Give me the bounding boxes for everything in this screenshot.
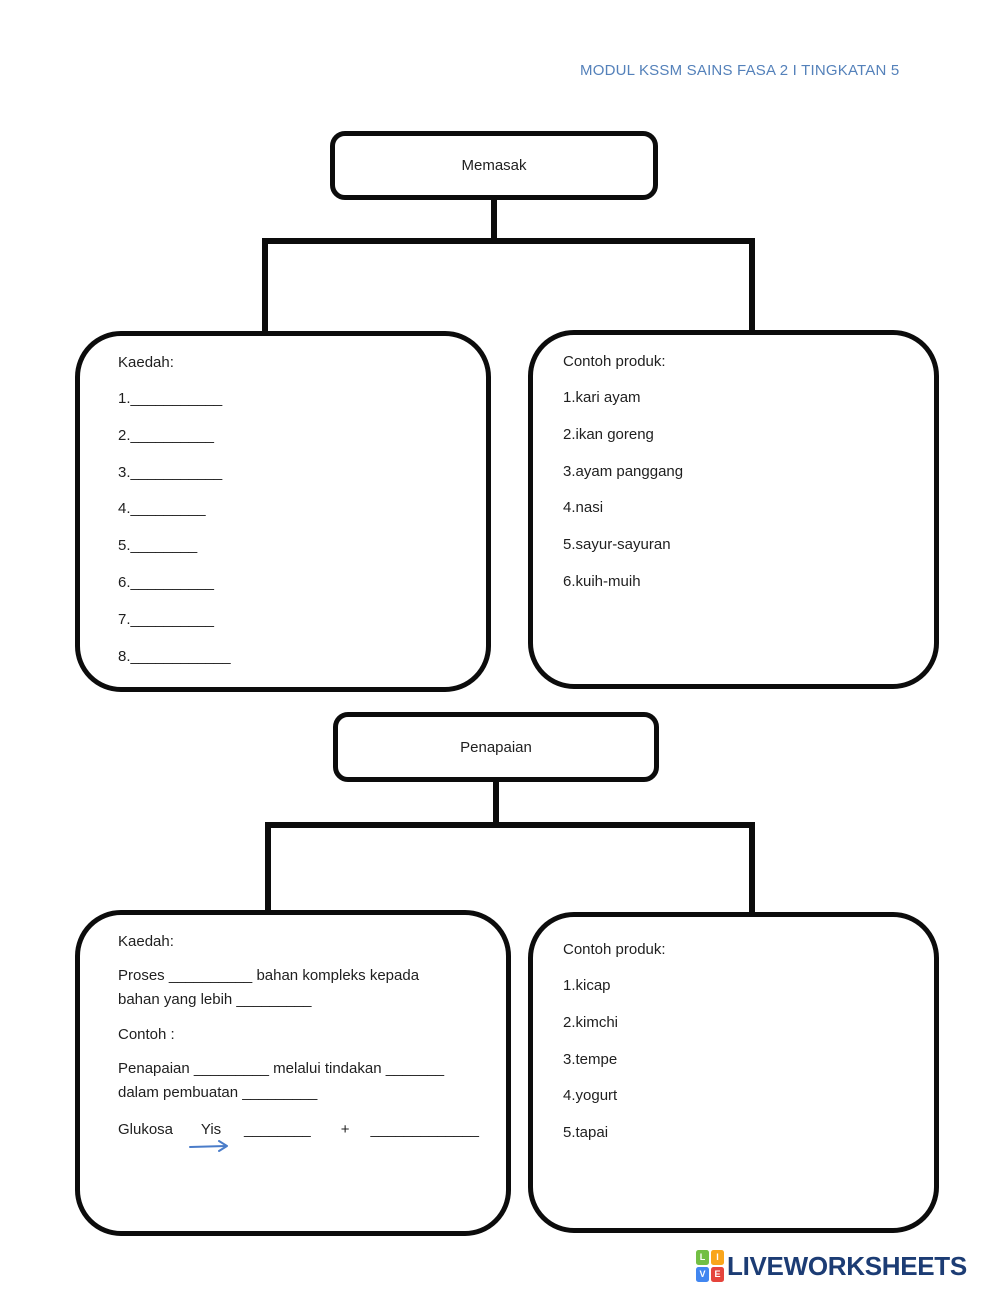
list-item: 3.tempe: [563, 1050, 618, 1068]
equation-catalyst-label: Yis: [200, 1121, 222, 1138]
logo-tile-v: V: [696, 1267, 709, 1282]
kaedah-sentence-1[interactable]: Proses __________ bahan kompleks kepada …: [118, 964, 484, 1012]
fermentation-equation: Glukosa Yis ________ + _____________: [118, 1121, 484, 1153]
list-item: 5.sayur-sayuran: [563, 536, 671, 554]
node-memasak: Memasak: [330, 131, 658, 200]
connector-bar-memasak: [262, 238, 754, 244]
box-kaedah-memasak: Kaedah: 1.___________ 2.__________ 3.___…: [75, 331, 491, 692]
kaedah-blank-1[interactable]: 1.___________: [118, 390, 223, 407]
list-item: 5.tapai: [563, 1124, 609, 1142]
equation-catalyst-group: Yis: [188, 1121, 234, 1153]
kaedah-blank-7[interactable]: 7.__________: [118, 610, 214, 628]
fill-blank-line[interactable]: dalam pembuatan _________: [118, 1084, 318, 1101]
list-item: 2.ikan goreng: [563, 425, 654, 443]
node-penapaian-label: Penapaian: [460, 738, 532, 756]
kaedah-sentence-2[interactable]: Penapaian _________ melalui tindakan ___…: [118, 1057, 484, 1105]
liveworksheets-logo[interactable]: L I V E LIVEWORKSHEETS: [696, 1250, 967, 1282]
equation-reactant: Glukosa: [118, 1121, 174, 1138]
list-item: 4.nasi: [563, 499, 604, 517]
node-penapaian: Penapaian: [333, 712, 659, 782]
liveworksheets-logo-icon: L I V E: [696, 1250, 724, 1282]
connector-drop-left-penapaian: [265, 822, 271, 912]
equation-plus-sign: +: [340, 1121, 350, 1138]
connector-drop-left-memasak: [262, 238, 268, 333]
liveworksheets-wordmark: LIVEWORKSHEETS: [727, 1250, 967, 1281]
box-contoh-produk-penapaian: Contoh produk: 1.kicap 2.kimchi 3.tempe …: [528, 912, 939, 1233]
equation-product-blank-1[interactable]: ________: [244, 1121, 311, 1138]
contoh-produk-list: 1.kicap 2.kimchi 3.tempe 4.yogurt 5.tapa…: [563, 968, 914, 1152]
connector-bar-penapaian: [265, 822, 755, 828]
logo-tile-i: I: [711, 1250, 724, 1265]
right-arrow-icon: [189, 1140, 229, 1152]
kaedah-blank-list: 1.___________ 2.__________ 3.___________…: [118, 381, 466, 675]
module-header: MODUL KSSM SAINS FASA 2 I TINGKATAN 5: [580, 62, 900, 79]
kaedah-blank-5[interactable]: 5.________: [118, 537, 198, 555]
list-item: 3.ayam panggang: [563, 462, 684, 480]
connector-drop-right-memasak: [749, 238, 755, 331]
fill-blank-line[interactable]: Proses __________ bahan kompleks kepada: [118, 967, 420, 984]
logo-tile-e: E: [711, 1267, 724, 1282]
connector-drop-right-penapaian: [749, 822, 755, 914]
kaedah-blank-3[interactable]: 3.___________: [118, 463, 223, 481]
kaedah-blank-6[interactable]: 6.__________: [118, 573, 214, 591]
contoh-produk-title: Contoh produk:: [563, 353, 666, 370]
kaedah-blank-2[interactable]: 2.__________: [118, 426, 214, 444]
kaedah-title: Kaedah:: [118, 933, 174, 950]
box-kaedah-penapaian: Kaedah: Proses __________ bahan kompleks…: [75, 910, 511, 1236]
logo-tile-l: L: [696, 1250, 709, 1265]
kaedah-blank-8[interactable]: 8.____________: [118, 647, 231, 665]
contoh-produk-list: 1.kari ayam 2.ikan goreng 3.ayam panggan…: [563, 380, 914, 601]
list-item: 1.kari ayam: [563, 389, 641, 406]
kaedah-title: Kaedah:: [118, 354, 174, 371]
kaedah-blank-4[interactable]: 4._________: [118, 500, 206, 518]
equation-product-blank-2[interactable]: _____________: [370, 1121, 479, 1138]
contoh-produk-title: Contoh produk:: [563, 941, 666, 958]
list-item: 1.kicap: [563, 977, 611, 994]
contoh-label: Contoh :: [118, 1026, 175, 1043]
fill-blank-line[interactable]: bahan yang lebih _________: [118, 991, 312, 1008]
connector-stem-penapaian: [493, 782, 499, 824]
fill-blank-line[interactable]: Penapaian _________ melalui tindakan ___…: [118, 1060, 445, 1077]
list-item: 2.kimchi: [563, 1013, 619, 1031]
box-contoh-produk-memasak: Contoh produk: 1.kari ayam 2.ikan goreng…: [528, 330, 939, 689]
list-item: 4.yogurt: [563, 1087, 618, 1105]
node-memasak-label: Memasak: [461, 157, 527, 174]
connector-stem-memasak: [491, 200, 497, 240]
list-item: 6.kuih-muih: [563, 572, 641, 590]
